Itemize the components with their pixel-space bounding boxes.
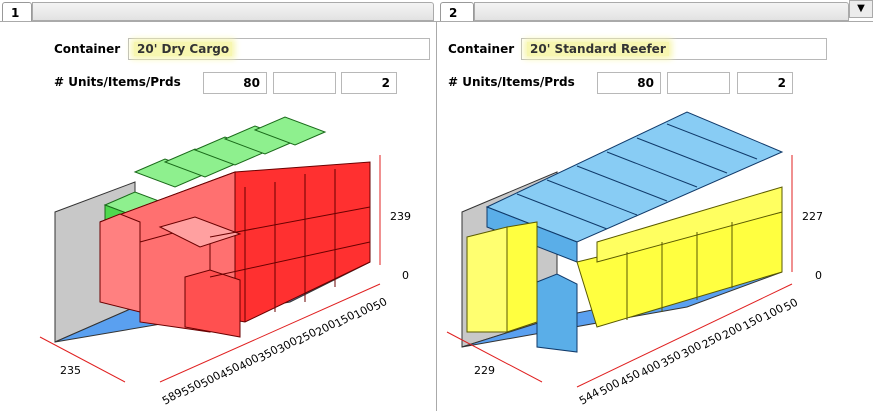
layout-panel-1: Container 20' Dry Cargo # Units/Items/Pr…	[0, 21, 437, 411]
height-axis-label: 239	[390, 210, 411, 223]
layout-panel-2: Container 20' Standard Reefer # Units/It…	[437, 21, 873, 411]
units-field[interactable]: 80	[597, 72, 661, 94]
tab-1-label: 1	[11, 6, 20, 20]
units-field[interactable]: 80	[203, 72, 267, 94]
product-a-stack	[99, 161, 371, 338]
tab-1[interactable]: 1	[2, 2, 32, 22]
tab-2-label: 2	[449, 6, 458, 20]
products-field[interactable]: 2	[341, 72, 397, 94]
container-field[interactable]: 20' Dry Cargo	[128, 38, 430, 60]
container-value: 20' Standard Reefer	[527, 42, 669, 56]
container-label: Container	[54, 42, 121, 56]
container-label: Container	[448, 42, 515, 56]
products-field[interactable]: 2	[737, 72, 793, 94]
tab-strip: 1 2 ▼	[0, 0, 873, 22]
items-field[interactable]	[667, 72, 730, 94]
units-label: # Units/Items/Prds	[54, 75, 181, 89]
tab-1-spacer	[32, 2, 434, 21]
width-axis-label: 229	[474, 364, 495, 377]
load-3d-view[interactable]: 229 227 0 501001502002503003504004505005…	[437, 22, 873, 411]
chevron-down-icon[interactable]: ▼	[849, 0, 873, 18]
units-label: # Units/Items/Prds	[448, 75, 575, 89]
length-tick-label: 50	[782, 296, 801, 314]
tab-2[interactable]: 2	[440, 2, 474, 22]
axis-lines	[446, 155, 793, 388]
height-axis-label: 227	[802, 210, 823, 223]
load-3d-view[interactable]: 235 239 0 501001502002503003504004505005…	[0, 22, 436, 411]
axis-lines	[39, 155, 381, 383]
items-field[interactable]	[273, 72, 336, 94]
container-value: 20' Dry Cargo	[134, 42, 233, 56]
product-a-stack	[466, 186, 783, 333]
height-axis-zero: 0	[402, 269, 409, 282]
tab-2-spacer	[474, 2, 849, 21]
length-tick-label: 50	[371, 295, 390, 313]
height-axis-zero: 0	[815, 269, 822, 282]
width-axis-label: 235	[60, 364, 81, 377]
container-field[interactable]: 20' Standard Reefer	[521, 38, 827, 60]
